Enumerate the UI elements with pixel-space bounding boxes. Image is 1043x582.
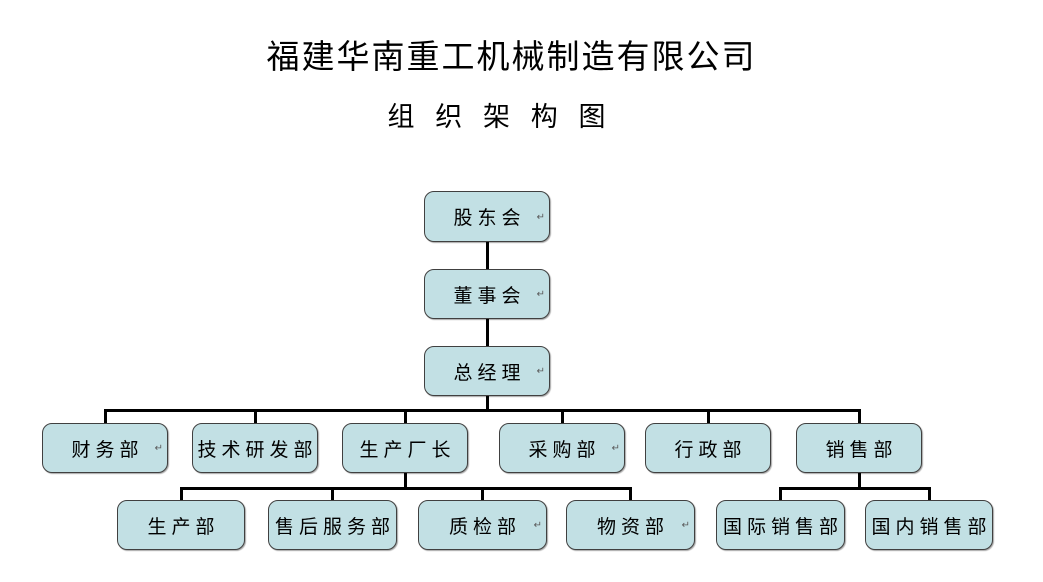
connector-drop-production-dept bbox=[179, 487, 183, 500]
connector-sales-bus bbox=[857, 473, 861, 490]
org-node-label: 行政部 bbox=[674, 439, 747, 461]
org-node-label: 生产部 bbox=[147, 516, 220, 538]
connector-drop-quality bbox=[480, 487, 484, 500]
org-node-production-director[interactable]: 生产厂长 bbox=[342, 423, 468, 473]
paragraph-mark-icon: ↵ bbox=[533, 519, 542, 531]
connector-drop-admin bbox=[706, 409, 710, 423]
org-node-quality-inspection-dept[interactable]: 质检部 ↵ bbox=[418, 500, 547, 550]
paragraph-mark-icon: ↵ bbox=[536, 365, 545, 377]
org-node-label: 售后服务部 bbox=[274, 516, 395, 538]
org-node-admin-dept[interactable]: 行政部 bbox=[645, 423, 771, 473]
org-node-label: 国际销售部 bbox=[722, 516, 843, 538]
org-node-label: 质检部 bbox=[448, 516, 521, 538]
connector-drop-materials bbox=[628, 487, 632, 500]
connector-board-gm bbox=[485, 319, 489, 346]
org-node-label: 总经理 bbox=[453, 362, 526, 384]
org-node-board-of-directors[interactable]: 董事会 ↵ bbox=[424, 269, 550, 319]
org-node-intl-sales-dept[interactable]: 国际销售部 bbox=[716, 500, 845, 550]
connector-shareholders-board bbox=[485, 242, 489, 269]
org-node-production-dept[interactable]: 生产部 bbox=[117, 500, 245, 550]
org-node-materials-dept[interactable]: 物资部 ↵ bbox=[566, 500, 695, 550]
org-node-purchasing-dept[interactable]: 采购部 ↵ bbox=[499, 423, 625, 473]
connector-bus-sales-children bbox=[778, 487, 931, 490]
org-node-label: 国内销售部 bbox=[871, 516, 992, 538]
connector-drop-sales bbox=[857, 409, 861, 423]
org-node-shareholders-meeting[interactable]: 股东会 ↵ bbox=[424, 191, 550, 242]
connector-drop-production-director bbox=[403, 409, 407, 423]
connector-drop-after-sales bbox=[330, 487, 334, 500]
connector-bus-gm-children bbox=[103, 409, 861, 412]
org-node-tech-rnd-dept[interactable]: 技术研发部 bbox=[192, 423, 318, 473]
connector-drop-domestic-sales bbox=[927, 487, 931, 500]
connector-drop-purchasing bbox=[560, 409, 564, 423]
org-node-label: 财务部 bbox=[71, 439, 144, 461]
connector-gm-bus bbox=[485, 396, 489, 412]
org-node-label: 股东会 bbox=[453, 208, 526, 229]
connector-drop-tech-rnd bbox=[253, 409, 257, 423]
paragraph-mark-icon: ↵ bbox=[681, 519, 690, 531]
paragraph-mark-icon: ↵ bbox=[154, 442, 163, 454]
page-title: 福建华南重工机械制造有限公司 bbox=[266, 40, 757, 76]
page-subtitle: 组 织 架 构 图 bbox=[387, 102, 613, 132]
connector-bus-production-children bbox=[179, 487, 632, 490]
org-node-label: 销售部 bbox=[825, 439, 898, 461]
paragraph-mark-icon: ↵ bbox=[611, 442, 620, 454]
org-node-general-manager[interactable]: 总经理 ↵ bbox=[424, 346, 550, 396]
org-node-after-sales-service-dept[interactable]: 售后服务部 bbox=[268, 500, 397, 550]
connector-drop-finance bbox=[103, 409, 107, 423]
org-node-label: 生产厂长 bbox=[359, 439, 456, 461]
org-node-finance-dept[interactable]: 财务部 ↵ bbox=[42, 423, 168, 473]
org-node-label: 董事会 bbox=[453, 285, 526, 307]
org-node-sales-dept[interactable]: 销售部 bbox=[796, 423, 922, 473]
paragraph-mark-icon: ↵ bbox=[536, 211, 545, 223]
org-node-label: 采购部 bbox=[528, 439, 601, 461]
org-node-label: 技术研发部 bbox=[197, 439, 318, 461]
org-node-label: 物资部 bbox=[596, 516, 669, 538]
org-node-domestic-sales-dept[interactable]: 国内销售部 bbox=[865, 500, 993, 550]
connector-drop-intl-sales bbox=[778, 487, 782, 500]
connector-production-director-bus bbox=[403, 473, 407, 490]
paragraph-mark-icon: ↵ bbox=[536, 288, 545, 300]
